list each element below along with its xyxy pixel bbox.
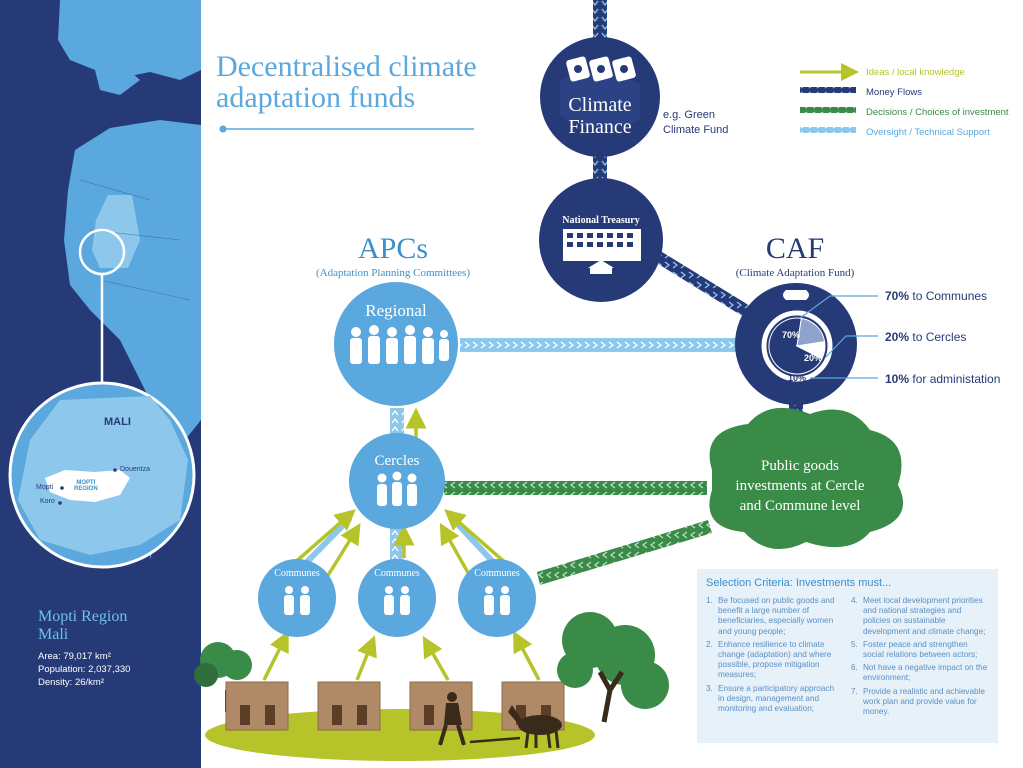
pie-label-20: 20% [804,353,822,363]
public-goods-line3: and Commune level [740,498,861,514]
criteria-item: 2.Enhance resilience to climate change (… [706,639,832,680]
allocation-admin: 10% for administation [885,372,1000,386]
allocation-cercles: 20% to Cercles [885,330,966,344]
village-illustration [194,612,669,761]
svg-text:Communes: Communes [474,568,520,579]
pie-slice-admin [795,341,826,360]
page-title: Decentralised climate adaptation funds [216,50,477,114]
farmer-donkey-icon [438,692,562,749]
people-icon [484,586,510,615]
caf-heading: CAF [766,232,824,265]
cercles-node: Cercles [349,433,445,529]
legend-oversight: Oversight / Technical Support [866,127,990,138]
map-country-label: MALI [104,416,131,428]
commune-node-right: Communes [458,559,536,637]
regional-label: Regional [365,301,427,320]
svg-text:Communes: Communes [274,568,320,579]
pie-slice-communes [768,317,823,375]
region-info: Mopti Region Mali Area: 79,017 km² Popul… [38,608,130,689]
people-icon [350,325,449,364]
criteria-list-left: 1.Be focused on public goods and benefit… [706,596,836,717]
criteria-item: 4.Meet local development priorities and … [851,596,986,636]
climate-finance-line2: Finance [568,116,631,138]
criteria-item: 7.Provide a realistic and achievable wor… [851,686,985,717]
criteria-item: 1.Be focused on public goods and benefit… [706,596,835,636]
svg-text:Communes: Communes [374,568,420,579]
tree-icon [557,612,669,709]
pie-leaders [799,295,878,379]
selection-criteria-box: Selection Criteria: Investments must... … [697,569,998,743]
people-icon [377,471,417,506]
treasury-node: National Treasury [539,178,663,302]
criteria-title: Selection Criteria: Investments must... [706,577,892,589]
climate-finance-node: Climate Finance [540,37,660,157]
money-bag-icon [783,290,809,300]
climate-finance-note1: e.g. Green [663,109,715,121]
money-flow-top [593,0,607,45]
apcs-subtitle: (Adaptation Planning Committees) [316,267,470,279]
criteria-item: 3.Ensure a participatory approach in des… [706,683,835,714]
public-goods-line1: Public goods [761,458,839,474]
commune-node-left: Communes [258,559,336,637]
allocation-communes: 70% to Communes [885,289,987,303]
caf-subtitle: (Climate Adaptation Fund) [736,267,855,279]
legend-money: Money Flows [866,87,922,98]
criteria-item: 6.Not have a negative impact on the envi… [851,663,988,683]
regional-node: Regional [334,282,458,406]
africa-map [8,0,201,569]
legend-ideas: Ideas / local knowledge [866,67,965,78]
region-density: Density: 26/km² [38,677,104,688]
public-goods-node: Public goods investments at Cercle and C… [709,407,904,550]
money-flow-treasury-caf [655,252,760,322]
legend: Ideas / local knowledge Money Flows Deci… [800,63,1009,138]
criteria-item: 5.Foster peace and strengthen social rel… [851,639,978,660]
map-place-douentza: Douentza [120,466,150,473]
criteria-list-right: 4.Meet local development priorities and … [851,596,989,720]
building-icon [563,229,641,274]
allocation-pie [768,317,826,375]
region-population: Population: 2,037,330 [38,664,131,675]
map-place-mopti: Mopti [36,484,54,491]
cercles-label: Cercles [375,453,420,469]
commune-node-middle: Communes [358,559,436,637]
people-icon [284,586,310,615]
people-icon [384,586,410,615]
public-goods-line2: investments at Cercle [735,478,864,494]
region-area: Area: 79,017 km² [38,651,111,662]
decision-cercles-public [444,481,707,495]
title-underline [219,125,474,133]
map-place-koro: Koro [40,498,55,505]
climate-finance-note2: Climate Fund [663,124,728,136]
legend-decisions: Decisions / Choices of investment [866,107,1009,118]
treasury-label: National Treasury [562,215,640,226]
oversight-regional-caf [460,338,742,352]
money-bills-icon [566,56,636,82]
apcs-heading: APCs [358,232,428,265]
climate-finance-line1: Climate [568,94,631,116]
decision-communes-public [537,520,712,585]
pie-label-10: 10% [788,373,806,383]
caf-node: 70% 20% 10% [735,283,857,405]
region-name: Mopti Region Mali [38,608,128,643]
pie-label-70: 70% [782,330,800,340]
